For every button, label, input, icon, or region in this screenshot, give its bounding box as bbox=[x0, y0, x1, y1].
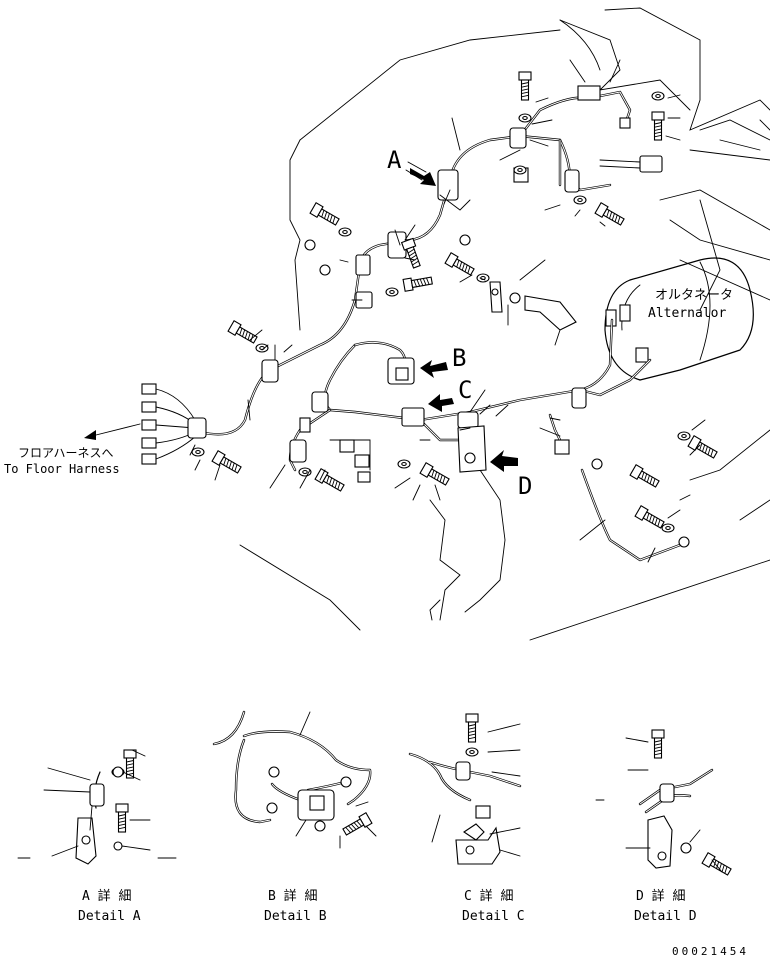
bolt-icon bbox=[402, 276, 433, 292]
bolt-icon bbox=[309, 202, 340, 226]
bolt-icon bbox=[518, 71, 532, 101]
detail-d-label-jp: D 詳 細 bbox=[636, 888, 685, 904]
bolt-icon bbox=[701, 852, 732, 876]
bolt-icon bbox=[314, 468, 345, 492]
washer-icon bbox=[385, 287, 399, 297]
view-arrow-d bbox=[490, 450, 518, 472]
alternator-label-en: Alternalor bbox=[648, 306, 726, 321]
detail-b-drawing bbox=[212, 710, 377, 849]
detail-d-label-en: Detail D bbox=[634, 909, 697, 924]
washer-icon bbox=[465, 747, 479, 757]
alternator-label-jp: オルタネータ bbox=[655, 288, 733, 303]
detail-a-drawing bbox=[17, 749, 177, 865]
bolt-icon bbox=[115, 803, 129, 833]
washer-icon bbox=[338, 227, 352, 237]
detail-a-label-en: Detail A bbox=[78, 909, 141, 924]
bolt-icon bbox=[594, 202, 625, 226]
washer-icon bbox=[573, 195, 587, 205]
detail-b-label-en: Detail B bbox=[264, 909, 327, 924]
view-letter-b: B bbox=[452, 344, 466, 372]
detail-b-label-jp: B 詳 細 bbox=[268, 888, 317, 904]
washer-icon bbox=[661, 523, 675, 533]
floor-harness-arrow bbox=[84, 423, 141, 440]
bolt-icon bbox=[634, 505, 665, 529]
washer-icon bbox=[476, 273, 490, 283]
washer-icon bbox=[191, 447, 205, 457]
detail-c-drawing bbox=[408, 723, 522, 865]
floor-harness-label-jp: フロアハーネスへ bbox=[18, 446, 114, 460]
bolt-icon bbox=[227, 320, 258, 344]
washer-icon bbox=[397, 459, 411, 469]
engine-block-outline bbox=[239, 7, 770, 641]
washer-icon bbox=[677, 431, 691, 441]
leader-lines bbox=[189, 59, 706, 563]
bolt-icon bbox=[687, 435, 718, 459]
view-letter-d: D bbox=[518, 472, 532, 500]
bolt-icon bbox=[419, 462, 450, 486]
bolt-icon bbox=[465, 713, 479, 743]
detail-c-label-en: Detail C bbox=[462, 909, 525, 924]
detail-a-label-jp: A 詳 細 bbox=[82, 888, 131, 904]
drawing-number: 00021454 bbox=[672, 945, 749, 958]
bolt-icon bbox=[211, 450, 242, 474]
bolt-icon bbox=[444, 252, 475, 276]
detail-d-drawing bbox=[595, 737, 723, 873]
harness-clamps bbox=[141, 85, 690, 562]
view-arrow-a bbox=[405, 161, 436, 186]
floor-harness-label-en: To Floor Harness bbox=[4, 462, 120, 476]
bolt-icon bbox=[342, 812, 373, 836]
washer-icon bbox=[255, 343, 269, 353]
view-letter-a: A bbox=[387, 146, 402, 174]
bolt-icon bbox=[651, 111, 665, 141]
alternator bbox=[604, 257, 754, 381]
washer-icon bbox=[513, 165, 527, 175]
bolts-and-washers bbox=[111, 71, 732, 876]
washer-icon bbox=[298, 467, 312, 477]
bolt-icon bbox=[629, 464, 660, 488]
view-arrow-c bbox=[428, 394, 454, 412]
detail-c-label-jp: C 詳 細 bbox=[464, 888, 513, 904]
bolt-icon bbox=[123, 749, 137, 779]
bolt-icon bbox=[651, 729, 665, 759]
view-arrow-b bbox=[420, 360, 448, 378]
washer-icon bbox=[651, 91, 665, 101]
floor-harness-connectors bbox=[141, 383, 207, 465]
view-letter-c: C bbox=[458, 376, 472, 404]
washer-icon bbox=[518, 113, 532, 123]
